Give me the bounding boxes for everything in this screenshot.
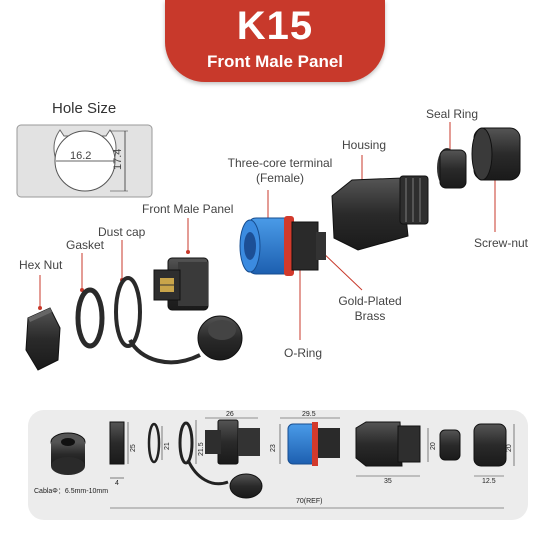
gold-plated-label-2: Brass [354,309,386,323]
hex-nut-part [25,307,61,371]
product-title: K15 [236,4,314,48]
dim-screw-nut-length: 12.5 [482,478,496,485]
dim-terminal-height: 23 [270,444,277,452]
dim-terminal-width: 29.5 [302,411,316,418]
dim-panel-width: 26 [226,411,234,418]
dim-hex-nut-height: 25 [130,444,137,452]
front-panel-part [153,257,209,311]
hex-nut-label: Hex Nut [19,258,63,272]
o-ring-label: O-Ring [284,346,323,360]
cable-range-text: CablaΦ：6.5mm-10mm [34,488,109,495]
hole-size-panel [16,124,153,198]
screw-nut-part [471,127,521,181]
gold-plated-label-1: Gold-Plated [338,294,402,308]
gasket-label: Gasket [66,238,105,252]
three-core-label-2: (Female) [255,171,304,185]
dim-seal-height: 20 [430,442,437,450]
housing-label: Housing [342,138,387,152]
dust-cap-label: Dust cap [98,225,146,239]
dimension-drawing [28,410,528,520]
hole-width-value: 16.2 [70,150,92,162]
hole-height-value: 17.4 [112,148,124,170]
blue-terminal-part [239,216,326,276]
screw-nut-label: Screw-nut [474,236,529,250]
seal-ring-label: Seal Ring [426,107,479,121]
hole-size-title: Hole Size [52,100,117,117]
seal-ring-part [437,148,467,189]
front-male-panel-label: Front Male Panel [142,202,234,216]
dim-panel-height: 21.5 [198,442,205,456]
dim-gasket-height: 21 [164,442,171,450]
product-subtitle: Front Male Panel [206,52,344,71]
dust-cap-part [114,276,243,365]
dim-total-length: 70(REF) [296,498,323,505]
three-core-label-1: Three-core terminal [227,156,333,170]
title-banner: K15 Front Male Panel [165,0,385,82]
dim-hex-nut-thickness: 4 [115,480,119,487]
dim-screw-nut-height: 20 [506,444,513,452]
housing-part [331,175,429,251]
dim-housing-length: 35 [384,478,392,485]
gasket-part [75,287,105,349]
